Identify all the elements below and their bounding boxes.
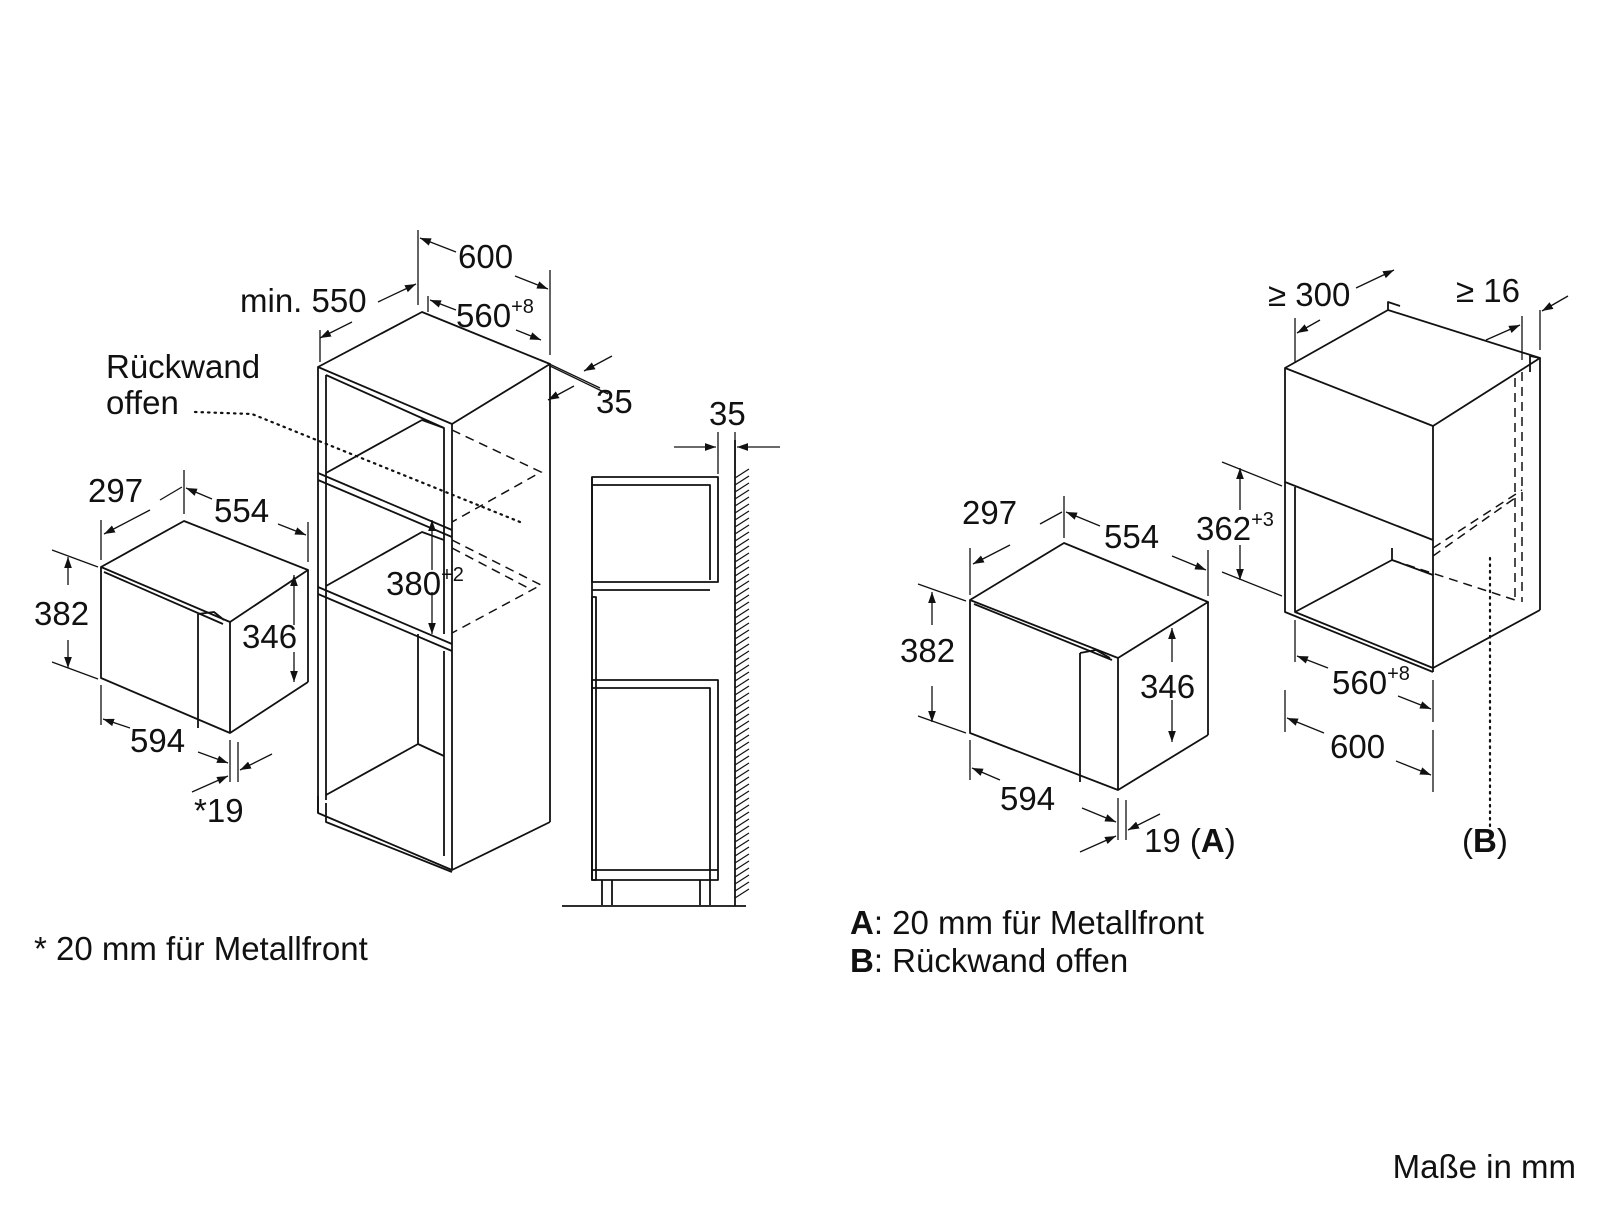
left-labels: Rückwand offen 600 min. 550 560+8 35 35 … [34, 238, 746, 967]
right-labels: ≥ 300 ≥ 16 362+3 297 554 382 346 594 19 … [850, 272, 1576, 1185]
dim-380: 380+2 [386, 564, 464, 602]
dim-594-left: 594 [130, 722, 185, 759]
wall-cabinet [1284, 301, 1541, 844]
dim-19-left: *19 [194, 792, 244, 829]
dim-297-right: 297 [962, 494, 1017, 531]
dim-600-right: 600 [1330, 728, 1385, 765]
tall-cabinet [193, 311, 551, 873]
dim-554-right: 554 [1104, 518, 1159, 555]
dim-ge16: ≥ 16 [1456, 272, 1520, 309]
dim-594-right: 594 [1000, 780, 1055, 817]
side-section [562, 440, 750, 907]
label-B: (B) [1462, 822, 1508, 859]
right-dimensions [917, 269, 1569, 853]
microwave-right [969, 542, 1209, 791]
dim-600-left: 600 [458, 238, 513, 275]
left-dimensions [51, 230, 780, 793]
footnote-metal-front: * 20 mm für Metallfront [34, 930, 368, 967]
dim-382-left: 382 [34, 595, 89, 632]
dim-35-top: 35 [596, 383, 633, 420]
dim-min550: min. 550 [240, 282, 367, 319]
units-note: Maße in mm [1393, 1148, 1576, 1185]
dim-ge300: ≥ 300 [1268, 276, 1350, 313]
microwave-left [100, 520, 309, 734]
dim-560-right: 560+8 [1332, 663, 1410, 701]
legend-B: B: Rückwand offen [850, 942, 1128, 979]
dim-554-left: 554 [214, 492, 269, 529]
dim-19-right: 19 (A) [1144, 822, 1236, 859]
rear-open-label-line1: Rückwand [106, 348, 260, 385]
dim-35-side: 35 [709, 395, 746, 432]
dim-346-left: 346 [242, 618, 297, 655]
dim-560-left: 560+8 [456, 296, 534, 334]
legend-A: A: 20 mm für Metallfront [850, 904, 1204, 941]
dim-297-left: 297 [88, 472, 143, 509]
dim-382-right: 382 [900, 632, 955, 669]
rear-open-label-line2: offen [106, 384, 179, 421]
dim-362: 362+3 [1196, 509, 1274, 547]
dim-346-right: 346 [1140, 668, 1195, 705]
